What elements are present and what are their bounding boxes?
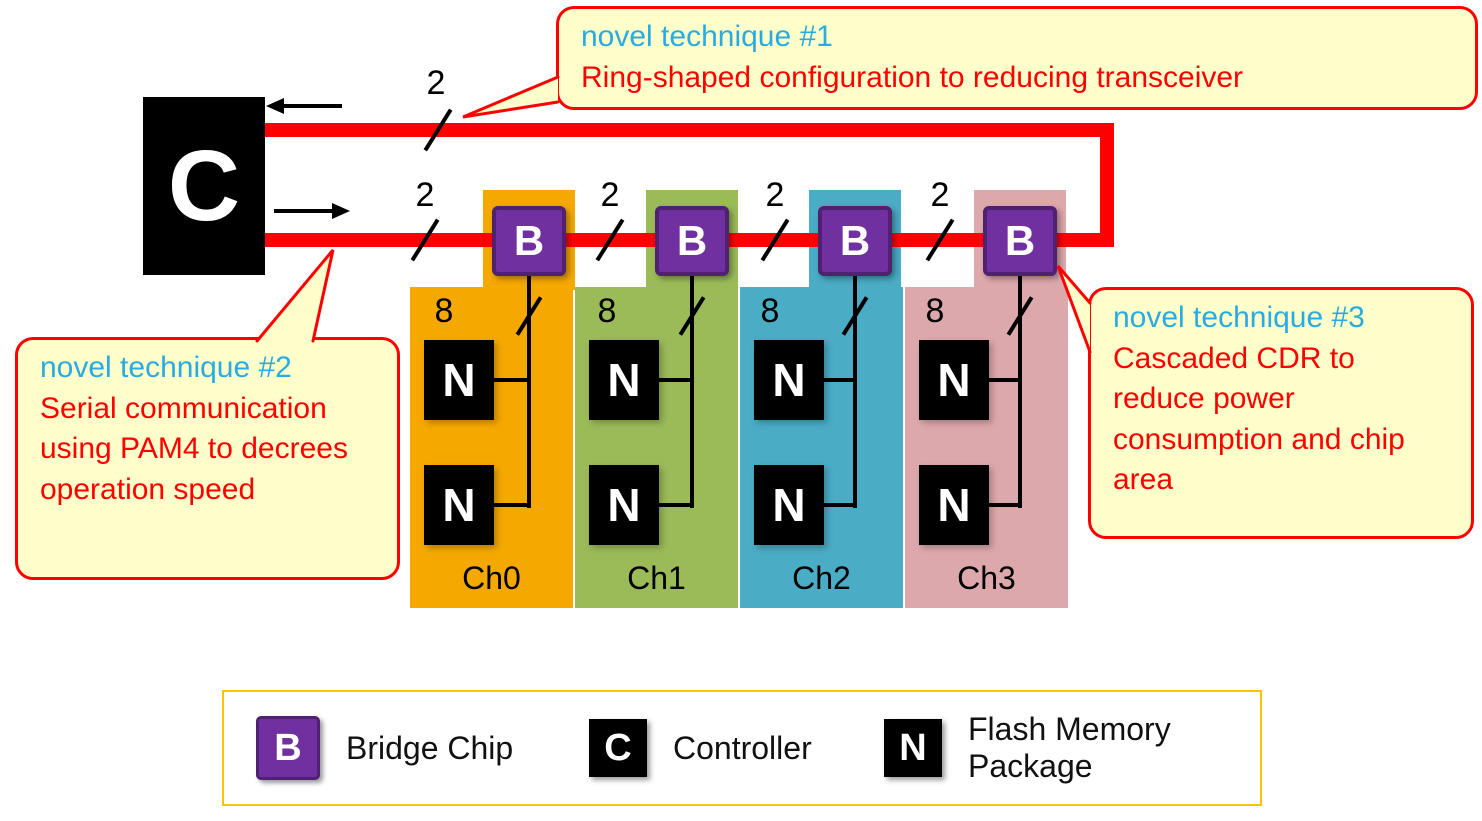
legend-controller-symbol: C bbox=[604, 726, 632, 769]
ch1-bridge-chip-label: B bbox=[676, 217, 708, 264]
callout-1: novel technique #1 Ring-shaped configura… bbox=[556, 6, 1478, 110]
ring-bus-right bbox=[1100, 123, 1114, 247]
ch2-bridge-chip-label: B bbox=[839, 217, 871, 264]
callout-2-body: Serial communication using PAM4 to decre… bbox=[40, 391, 348, 506]
callout-2: novel technique #2 Serial communication … bbox=[15, 337, 400, 580]
callout-1-body: Ring-shaped configuration to reducing tr… bbox=[581, 60, 1244, 94]
outbound-arrow-icon bbox=[332, 203, 350, 219]
ch0-nand-package-1: N bbox=[424, 465, 494, 545]
ch1-nand-package-0-label: N bbox=[607, 354, 641, 406]
channel-ch2-label: Ch2 bbox=[792, 560, 851, 596]
ch2-nand-package-0-label: N bbox=[772, 354, 806, 406]
ch1-nand-bus-wire bbox=[690, 275, 694, 508]
legend-bridge-chip-icon: B bbox=[256, 716, 320, 780]
legend-bridge-symbol: B bbox=[274, 726, 302, 769]
ch3-nand-package-1: N bbox=[919, 465, 989, 545]
channel-ch0-label: Ch0 bbox=[462, 560, 521, 596]
ring-bus-top bbox=[259, 123, 1114, 137]
ch3-bridge-chip: B bbox=[983, 206, 1057, 276]
ch3-bus-width-label: 2 bbox=[930, 176, 950, 214]
ch2-nand-bus-wire bbox=[853, 275, 857, 508]
callout-3-title: novel technique #3 bbox=[1113, 301, 1365, 334]
legend-item-bridge: B Bridge Chip bbox=[256, 692, 513, 804]
callout-2-title: novel technique #2 bbox=[40, 351, 292, 384]
inbound-arrow-shaft bbox=[284, 104, 342, 108]
legend-controller-icon: C bbox=[589, 719, 647, 777]
ch1-nand-package-1: N bbox=[589, 465, 659, 545]
controller-block: C bbox=[143, 97, 265, 275]
ch2-nand-bus-width-label: 8 bbox=[760, 292, 780, 330]
ch2-nand-package-0: N bbox=[754, 340, 824, 420]
legend-item-controller: C Controller bbox=[589, 692, 812, 804]
ch2-nand-package-1-label: N bbox=[772, 479, 806, 531]
ch0-nand0-branch-wire bbox=[493, 378, 531, 382]
ch3-nand-bus-width-label: 8 bbox=[925, 292, 945, 330]
ch2-nand0-branch-wire bbox=[823, 378, 857, 382]
ch2-bridge-chip: B bbox=[818, 206, 892, 276]
ch2-bus-width-label: 2 bbox=[765, 176, 785, 214]
channel-ch3-label: Ch3 bbox=[957, 560, 1016, 596]
legend-controller-label: Controller bbox=[673, 729, 812, 766]
ch0-nand-package-1-label: N bbox=[442, 479, 476, 531]
controller-label: C bbox=[167, 129, 241, 242]
ch0-nand-package-0-label: N bbox=[442, 354, 476, 406]
ch1-nand-bus-width-label: 8 bbox=[597, 292, 617, 330]
ch3-nand-package-0: N bbox=[919, 340, 989, 420]
ch0-bridge-chip: B bbox=[492, 206, 566, 276]
ch0-nand-package-0: N bbox=[424, 340, 494, 420]
ch3-nand1-branch-wire bbox=[988, 503, 1022, 507]
ch0-nand1-branch-wire bbox=[493, 503, 531, 507]
outbound-arrow-shaft bbox=[274, 209, 332, 213]
ch1-nand0-branch-wire bbox=[658, 378, 694, 382]
ch1-nand-package-0: N bbox=[589, 340, 659, 420]
ch0-bridge-chip-label: B bbox=[513, 217, 545, 264]
ch0-bus-width-label: 2 bbox=[415, 176, 435, 214]
legend-bridge-label: Bridge Chip bbox=[346, 729, 514, 766]
ch0-nand-bus-wire bbox=[527, 275, 531, 508]
ch1-bridge-chip: B bbox=[655, 206, 729, 276]
ch2-nand-package-1: N bbox=[754, 465, 824, 545]
inbound-arrow-icon bbox=[266, 98, 284, 114]
ch3-nand-package-0-label: N bbox=[937, 354, 971, 406]
callout-1-title: novel technique #1 bbox=[581, 20, 833, 53]
ch3-nand-package-1-label: N bbox=[937, 479, 971, 531]
legend-item-nand: N Flash Memory Package bbox=[884, 692, 1218, 804]
callout-3-body: Cascaded CDR to reduce power consumption… bbox=[1113, 341, 1405, 497]
channel-ch1-label: Ch1 bbox=[627, 560, 686, 596]
ch0-nand-bus-width-label: 8 bbox=[434, 292, 454, 330]
legend-flash-memory-icon: N bbox=[884, 719, 942, 777]
legend-flash-memory-symbol: N bbox=[899, 726, 927, 769]
ch1-nand1-branch-wire bbox=[658, 503, 694, 507]
ch1-nand-package-1-label: N bbox=[607, 479, 641, 531]
callout-3: novel technique #3 Cascaded CDR to reduc… bbox=[1088, 287, 1474, 539]
ch1-bus-width-label: 2 bbox=[600, 176, 620, 214]
legend-flash-memory-label: Flash Memory Package bbox=[968, 711, 1171, 784]
ch3-bridge-chip-label: B bbox=[1004, 217, 1036, 264]
top-bus-width-label: 2 bbox=[426, 64, 446, 102]
ch2-nand1-branch-wire bbox=[823, 503, 857, 507]
callout-1-tail bbox=[462, 75, 560, 119]
callout-2-tail bbox=[255, 249, 335, 343]
ch3-nand-bus-wire bbox=[1018, 275, 1022, 508]
ch3-nand0-branch-wire bbox=[988, 378, 1022, 382]
legend-box: B Bridge Chip C Controller N Flash Memor… bbox=[222, 690, 1262, 806]
